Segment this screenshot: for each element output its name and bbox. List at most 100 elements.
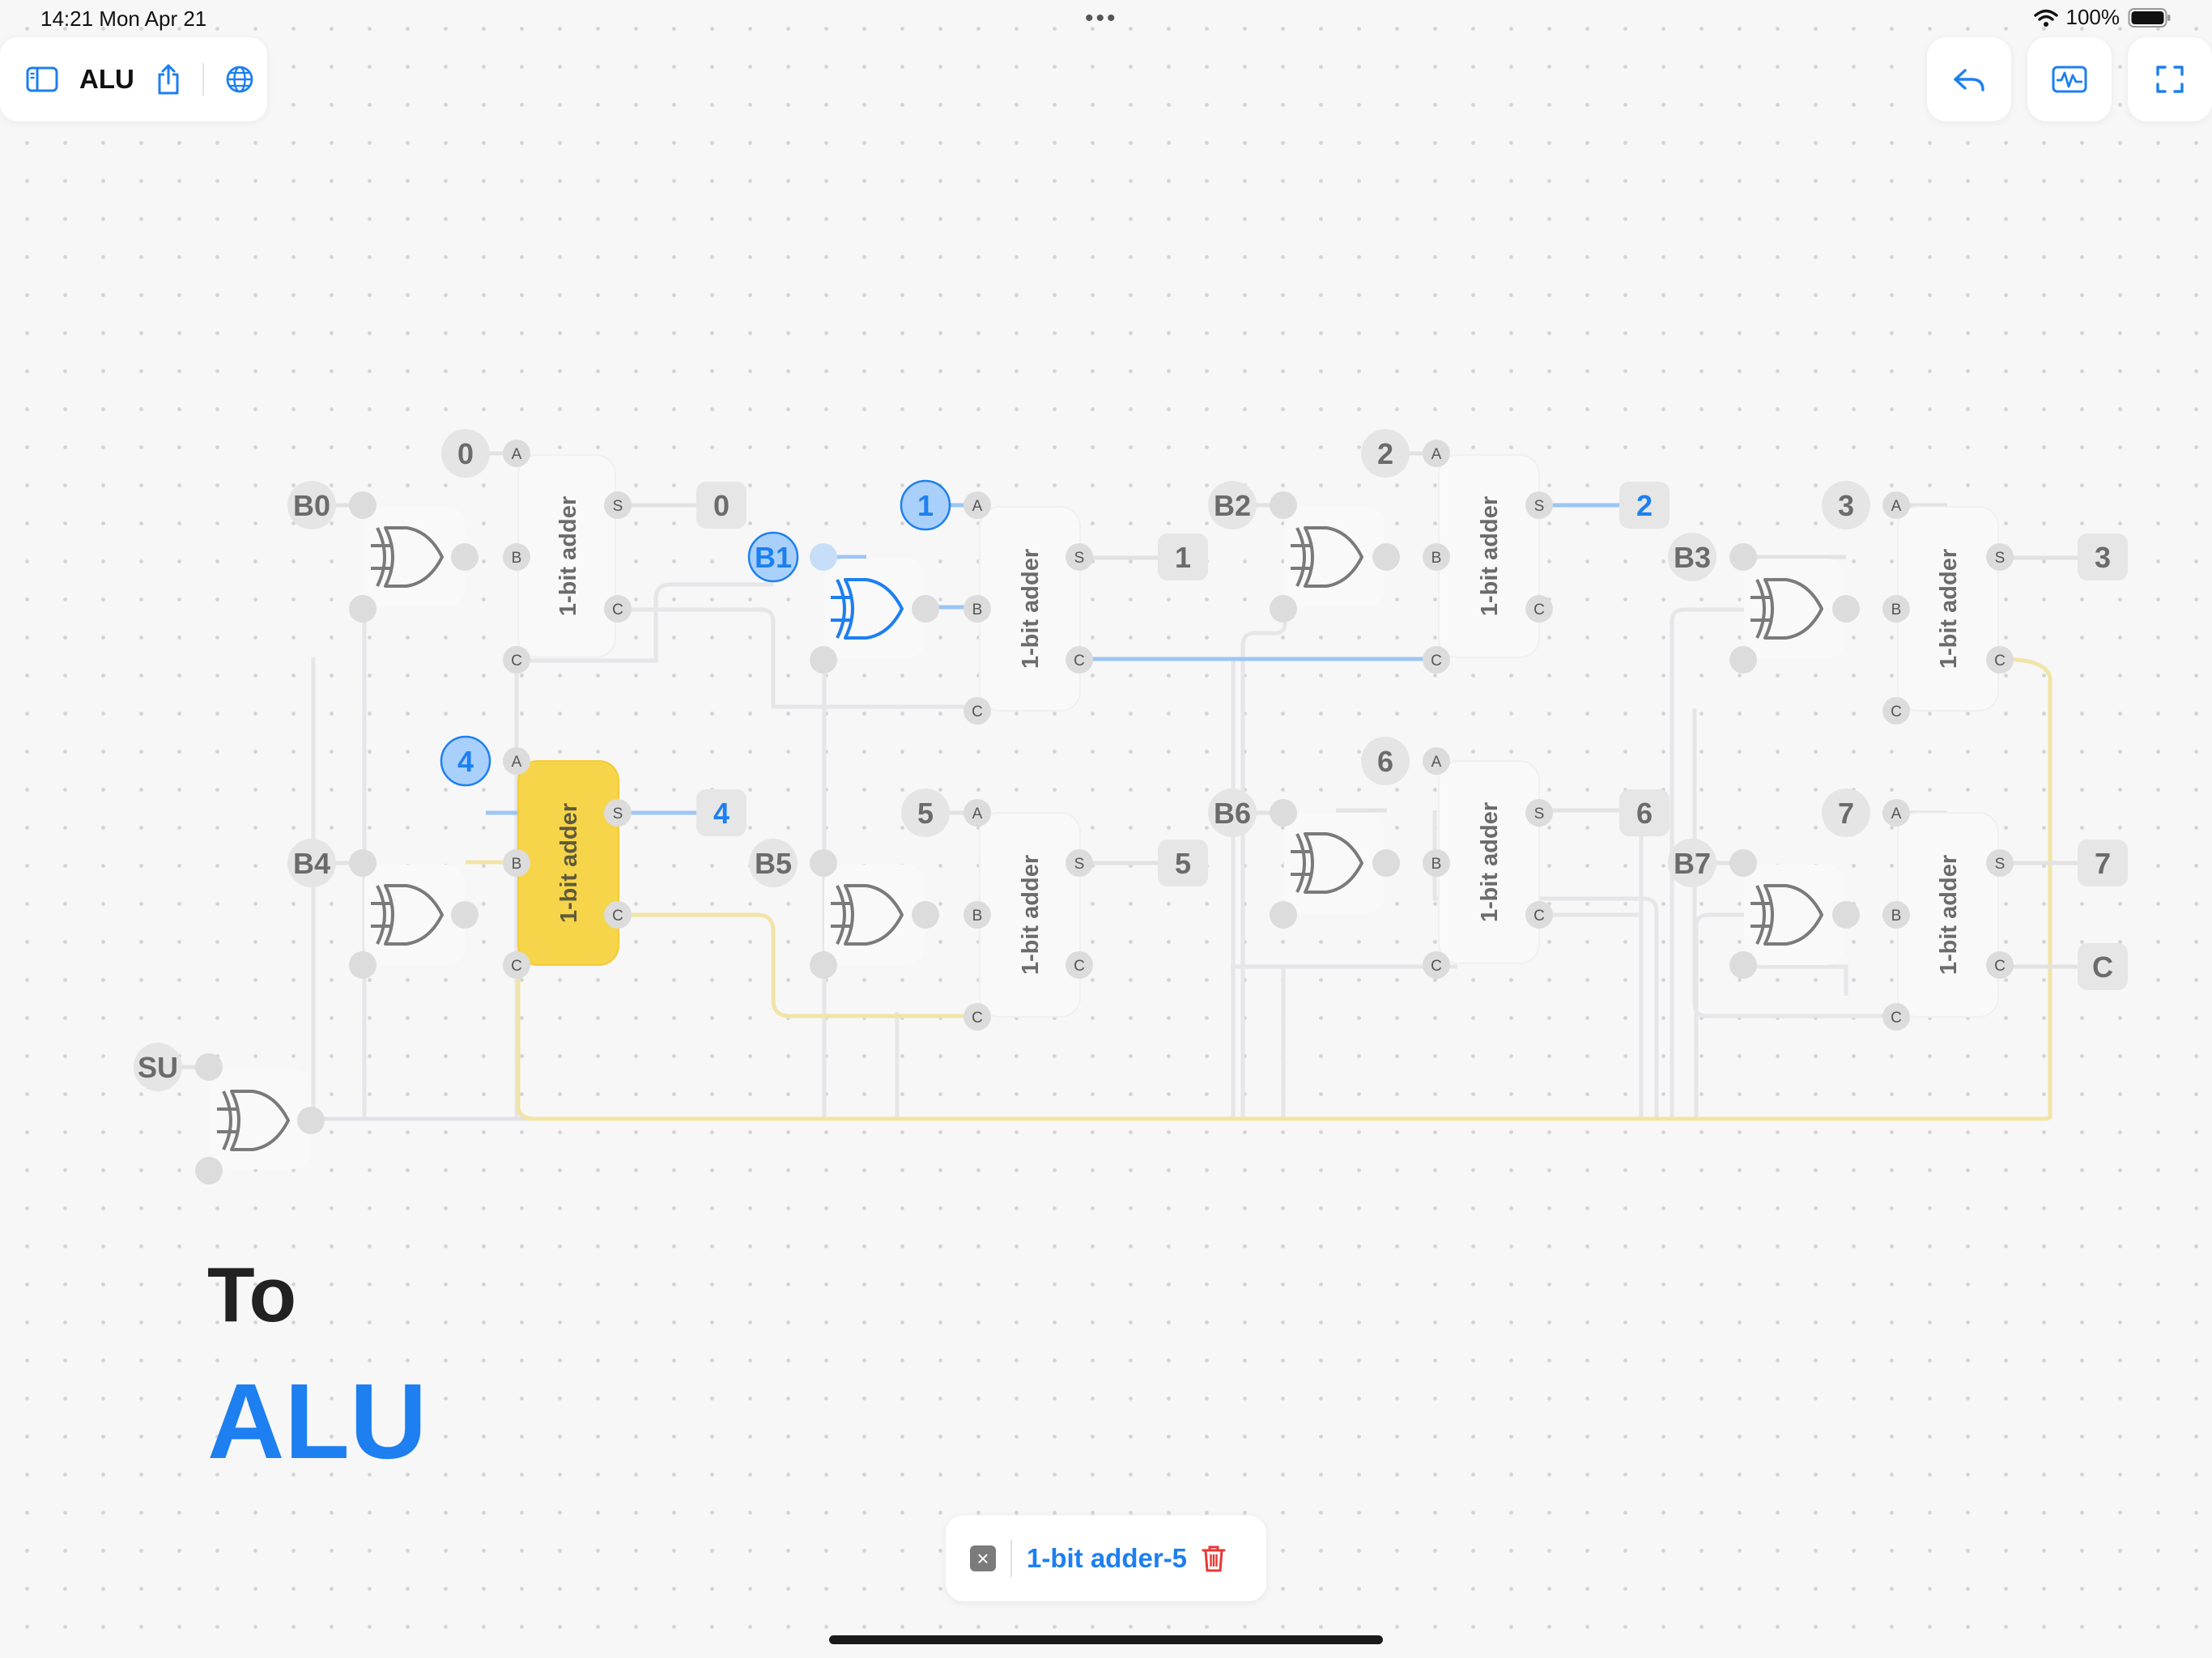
output-s0: 0 [713, 489, 730, 522]
svg-text:C: C [1891, 1010, 1902, 1027]
close-icon[interactable]: × [970, 1545, 996, 1571]
selected-component-name[interactable]: 1-bit adder-5 [1027, 1543, 1188, 1573]
svg-text:S: S [613, 806, 623, 823]
adder-label-6: 1-bit adder [1477, 802, 1503, 922]
multitask-dots[interactable]: ••• [1085, 5, 1118, 32]
output-s4: 4 [713, 797, 730, 830]
output-s1: 1 [1175, 541, 1191, 574]
b-inputs[interactable]: B0 B1 B2 B3 B4 B5 B6 B7 SU [134, 481, 1716, 1091]
svg-text:C: C [511, 958, 522, 975]
input-a5: 5 [917, 797, 934, 830]
svg-text:A: A [1431, 446, 1442, 463]
output-s3: 3 [2095, 541, 2111, 574]
svg-text:S: S [1534, 806, 1545, 823]
output-s5: 5 [1175, 847, 1191, 880]
input-a1: 1 [917, 489, 934, 522]
svg-text:A: A [1891, 498, 1902, 515]
svg-text:B: B [972, 908, 983, 925]
svg-text:B: B [1431, 856, 1442, 873]
simulation-button[interactable] [2027, 37, 2112, 121]
svg-text:S: S [613, 498, 623, 515]
svg-text:B: B [972, 602, 983, 619]
adder-label-5: 1-bit adder [1018, 855, 1044, 975]
svg-text:C: C [1074, 958, 1085, 975]
document-toolbar: ALU [0, 37, 267, 121]
xor-gates[interactable] [195, 491, 1860, 1184]
divider [1010, 1540, 1012, 1577]
svg-text:C: C [612, 908, 623, 925]
svg-text:C: C [1994, 958, 2006, 975]
input-b7: B7 [1674, 847, 1711, 880]
svg-text:S: S [1534, 498, 1545, 515]
adder-labels: 1-bit adder 1-bit adder 1-bit adder 1-bi… [555, 496, 1962, 975]
input-b0: B0 [293, 489, 330, 522]
svg-text:A: A [1431, 754, 1442, 771]
svg-text:B: B [1891, 908, 1902, 925]
status-right: 100% [2033, 5, 2172, 30]
adder-label-0: 1-bit adder [555, 496, 581, 616]
input-a4: 4 [457, 745, 474, 778]
trash-icon[interactable] [1202, 1544, 1226, 1573]
waveform-icon [2052, 66, 2087, 93]
svg-text:S: S [1995, 550, 2006, 567]
adder-pins[interactable] [503, 440, 2014, 1031]
fullscreen-button[interactable] [2128, 37, 2212, 121]
share-icon[interactable] [155, 63, 181, 96]
svg-text:A: A [512, 754, 522, 771]
sidebar-icon[interactable] [26, 66, 58, 92]
adder-label-1: 1-bit adder [1018, 549, 1044, 669]
adder-label-2: 1-bit adder [1477, 496, 1503, 616]
svg-text:C: C [1534, 602, 1545, 619]
input-b6: B6 [1214, 797, 1251, 830]
adder-label-3: 1-bit adder [1936, 549, 1962, 669]
a-inputs[interactable]: 0 1 2 3 4 5 6 7 [440, 429, 1870, 837]
svg-text:C: C [612, 602, 623, 619]
globe-icon[interactable] [225, 65, 254, 94]
svg-text:C: C [511, 653, 522, 670]
input-b4: B4 [293, 847, 330, 880]
input-b5: B5 [755, 847, 792, 880]
svg-text:B: B [1431, 550, 1442, 567]
svg-text:A: A [1891, 806, 1902, 823]
output-s2: 2 [1636, 489, 1653, 522]
document-title[interactable]: ALU [79, 64, 134, 94]
output-s7: 7 [2095, 847, 2111, 880]
home-indicator[interactable] [829, 1635, 1383, 1644]
svg-text:A: A [512, 446, 522, 463]
output-carry: C [2092, 950, 2113, 984]
svg-text:A: A [972, 498, 983, 515]
svg-text:C: C [972, 1010, 983, 1027]
svg-text:B: B [512, 550, 522, 567]
input-a0: 0 [457, 437, 474, 470]
undo-button[interactable] [1927, 37, 2011, 121]
input-a2: 2 [1377, 437, 1393, 470]
output-s6: 6 [1636, 797, 1653, 830]
svg-text:S: S [1074, 856, 1085, 873]
adders [517, 454, 1999, 1018]
carry-wire-4 [618, 912, 976, 1018]
battery-icon [2128, 7, 2171, 28]
svg-text:C: C [972, 704, 983, 721]
input-b1: B1 [755, 541, 792, 574]
svg-text:B: B [512, 856, 522, 873]
input-b2: B2 [1214, 489, 1251, 522]
svg-text:C: C [1431, 958, 1442, 975]
heading-line2: ALU [207, 1362, 428, 1481]
battery-percent: 100% [2065, 5, 2121, 29]
svg-text:S: S [1074, 550, 1085, 567]
undo-icon [1954, 69, 1984, 91]
wires [311, 582, 1896, 1118]
svg-text:C: C [1534, 908, 1545, 925]
wifi-icon [2033, 9, 2058, 27]
svg-text:C: C [1891, 704, 1902, 721]
adder-label-7: 1-bit adder [1936, 855, 1962, 975]
svg-text:C: C [1994, 653, 2006, 670]
svg-text:B: B [1891, 602, 1902, 619]
carry-wire [516, 657, 2052, 1121]
svg-text:S: S [1995, 856, 2006, 873]
input-a7: 7 [1838, 797, 1854, 830]
adder-pin-letters: A B C S C A B C S C A B C S C A B C S C A B C S C A B C S… [511, 446, 2006, 1027]
outputs: 0 1 2 3 4 5 6 7 C [696, 482, 2128, 990]
heading-line1: To [207, 1252, 297, 1338]
